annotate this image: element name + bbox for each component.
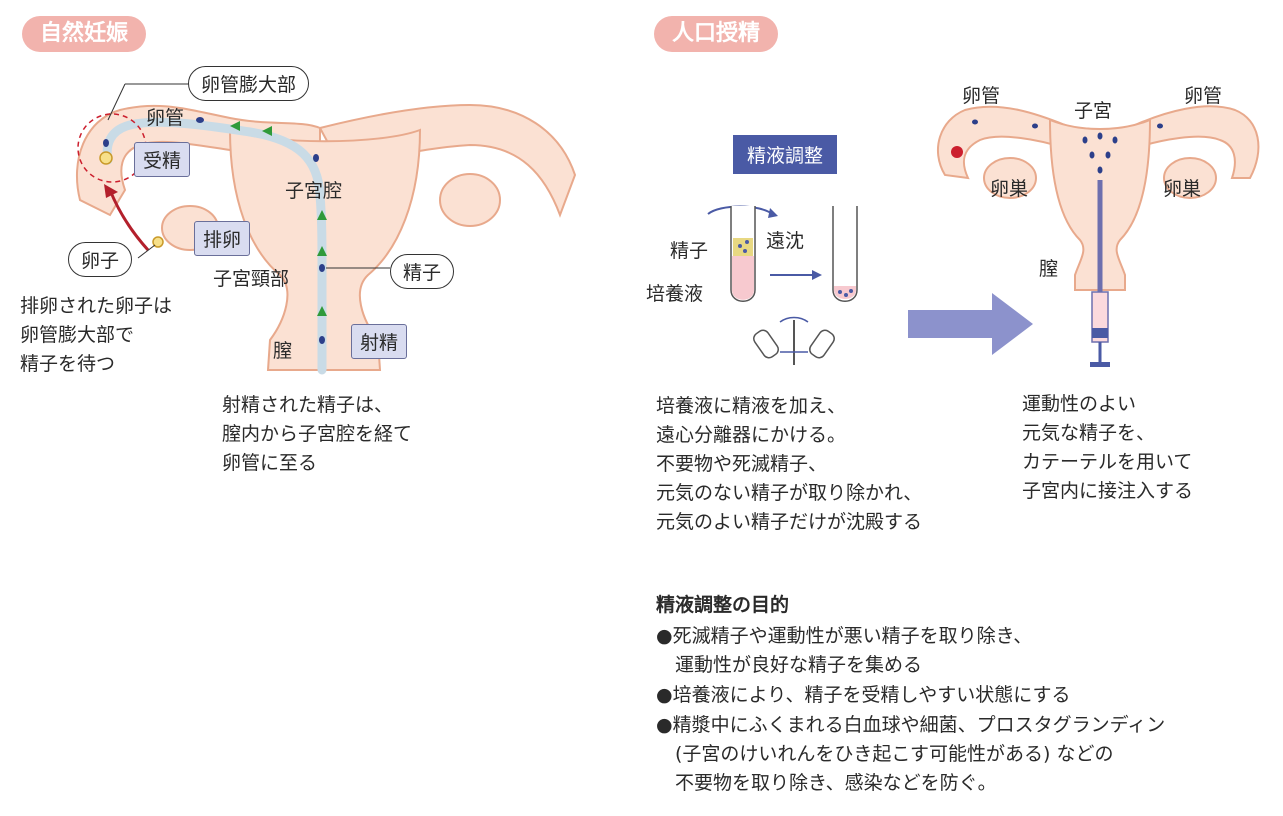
- prep-line: 培養液に精液を加え、: [656, 395, 847, 417]
- egg-note-line: 精子を待つ: [20, 353, 116, 375]
- sperm-tube-label: 精子: [670, 240, 709, 262]
- sperm-note: 射精された精子は、 膣内から子宮腔を経て 卵管に至る: [222, 391, 412, 478]
- insemination-illustration: [936, 105, 1260, 367]
- insemination-line: 元気な精子を、: [1022, 422, 1156, 444]
- purpose-item: ●培養液により、精子を受精しやすい状態にする: [656, 681, 1070, 710]
- sperm-4: [196, 117, 204, 123]
- red-egg: [951, 146, 963, 158]
- purpose-title: 精液調整の目的: [656, 594, 790, 616]
- ovulation-tag: 排卵: [194, 221, 251, 256]
- semen-prep-box: 精液調整: [733, 135, 838, 174]
- egg-travel-arrow: [108, 189, 150, 252]
- purpose-line: ●精漿中にふくまれる白血球や細菌、プロスタグランディン: [656, 714, 1166, 736]
- green-arrow-2: [317, 246, 327, 256]
- green-arrow-4: [262, 126, 272, 136]
- insemination-description: 運動性のよい 元気な精子を、 カテーテルを用いて 子宮内に接注入する: [1022, 390, 1193, 506]
- syringe-plunger: [1092, 328, 1108, 338]
- uterine-cavity-label: 子宮腔: [285, 180, 343, 202]
- ovary-right: [1163, 157, 1217, 199]
- sperm-note-line: 膣内から子宮腔を経て: [222, 423, 413, 445]
- culture-medium: [732, 256, 754, 300]
- syringe-handle: [1090, 362, 1110, 367]
- centrifuge-illustration: [707, 205, 858, 365]
- right-tube-right-label: 卵管: [1184, 85, 1223, 107]
- spinner-tube-right: [809, 329, 835, 359]
- insemination-line: 運動性のよい: [1022, 393, 1137, 415]
- green-arrow-3: [317, 210, 327, 220]
- fertilized-egg: [99, 151, 113, 165]
- egg-note-line: 卵管膨大部で: [20, 324, 135, 346]
- medium-label: 培養液: [646, 283, 704, 305]
- purpose-item: ●精漿中にふくまれる白血球や細菌、プロスタグランディン (子宮のけいれんをひき起…: [656, 711, 1165, 798]
- sperm-note-line: 射精された精子は、: [222, 394, 394, 416]
- rotation-arrowhead: [768, 208, 778, 218]
- ovary-left-label: 卵巣: [990, 178, 1029, 200]
- prep-line: 元気のよい精子だけが沈殿する: [656, 511, 923, 533]
- ampulla-leader-2: [107, 83, 126, 121]
- cervix-label: 子宮頸部: [213, 268, 290, 290]
- right-right-tube: [1134, 105, 1260, 179]
- tube-label: 卵管: [146, 107, 185, 129]
- egg-travel-arrowhead: [104, 184, 118, 198]
- purpose-line: ●死滅精子や運動性が悪い精子を取り除き、: [656, 625, 1033, 647]
- prep-description: 培養液に精液を加え、 遠心分離器にかける。 不要物や死滅精子、 元気のない精子が…: [656, 392, 922, 537]
- centrifuge-label: 遠沈: [766, 230, 805, 252]
- purpose-line: ●培養液により、精子を受精しやすい状態にする: [656, 684, 1071, 706]
- spinner-rotation: [779, 316, 809, 323]
- test-tube-2: [832, 206, 858, 302]
- prep-line: 不要物や死滅精子、: [656, 453, 828, 475]
- prep-line: 元気のない精子が取り除かれ、: [656, 482, 923, 504]
- big-transition-arrow: [908, 293, 1033, 355]
- prep-line: 遠心分離器にかける。: [656, 424, 847, 446]
- insemination-line: 子宮内に接注入する: [1022, 480, 1194, 502]
- natural-pregnancy-title: 自然妊娠: [22, 16, 147, 52]
- egg-note: 排卵された卵子は 卵管膨大部で 精子を待つ: [20, 292, 172, 379]
- sperm-2: [319, 264, 325, 272]
- process-arrowhead: [812, 270, 822, 280]
- green-arrow-1: [317, 306, 327, 316]
- spinner-tube-left: [753, 329, 779, 359]
- purpose-line: 不要物を取り除き、感染などを防ぐ。: [656, 772, 997, 794]
- right-ovary: [439, 173, 501, 227]
- artificial-insemination-title: 人口授精: [654, 16, 779, 52]
- sperm-label: 精子: [390, 254, 455, 289]
- sperm-3: [313, 154, 319, 162]
- sperm-5: [103, 139, 109, 147]
- egg-leader: [137, 244, 156, 259]
- ovulated-egg: [152, 236, 164, 248]
- fertilization-tag: 受精: [134, 142, 191, 177]
- green-arrow-5: [230, 121, 240, 131]
- semen-layer: [733, 238, 753, 256]
- ejaculation-tag: 射精: [351, 324, 408, 359]
- right-tube-left-label: 卵管: [962, 85, 1001, 107]
- purpose-item: ●死滅精子や運動性が悪い精子を取り除き、 運動性が良好な精子を集める: [656, 622, 1032, 680]
- sperm-note-line: 卵管に至る: [222, 452, 318, 474]
- vagina-label: 膣: [273, 340, 293, 362]
- right-uterus-label: 子宮: [1074, 100, 1113, 122]
- purpose-line: (子宮のけいれんをひき起こす可能性がある) などの: [656, 743, 1114, 765]
- right-vagina-label: 膣: [1039, 258, 1059, 280]
- sperm-1: [319, 336, 325, 344]
- ovary-right-label: 卵巣: [1163, 178, 1202, 200]
- ampulla-label: 卵管膨大部: [188, 66, 310, 101]
- egg-label: 卵子: [68, 242, 133, 277]
- ovary-left: [983, 157, 1037, 199]
- right-tube: [318, 103, 577, 218]
- insemination-line: カテーテルを用いて: [1022, 451, 1193, 473]
- purpose-line: 運動性が良好な精子を集める: [656, 654, 923, 676]
- egg-note-line: 排卵された卵子は: [20, 295, 173, 317]
